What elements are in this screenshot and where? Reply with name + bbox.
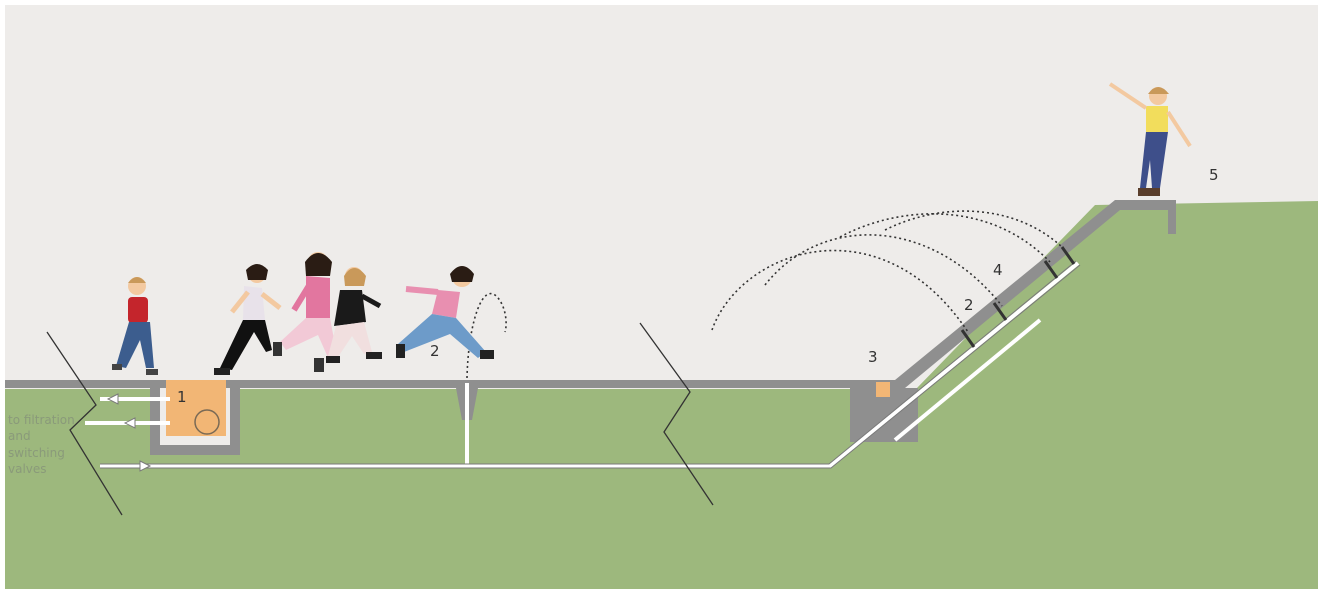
- note-line-3: switching: [8, 446, 65, 460]
- label-4: 4: [993, 261, 1003, 279]
- label-3: 3: [868, 348, 878, 366]
- label-5: 5: [1209, 166, 1219, 184]
- note-line-1: to filtration: [8, 413, 75, 427]
- label-2-right: 2: [964, 296, 974, 314]
- overflow-skimmer: [876, 382, 890, 397]
- label-2-left: 2: [430, 342, 440, 360]
- note-line-4: valves: [8, 462, 47, 476]
- note-line-2: and: [8, 429, 31, 443]
- label-1: 1: [177, 388, 187, 406]
